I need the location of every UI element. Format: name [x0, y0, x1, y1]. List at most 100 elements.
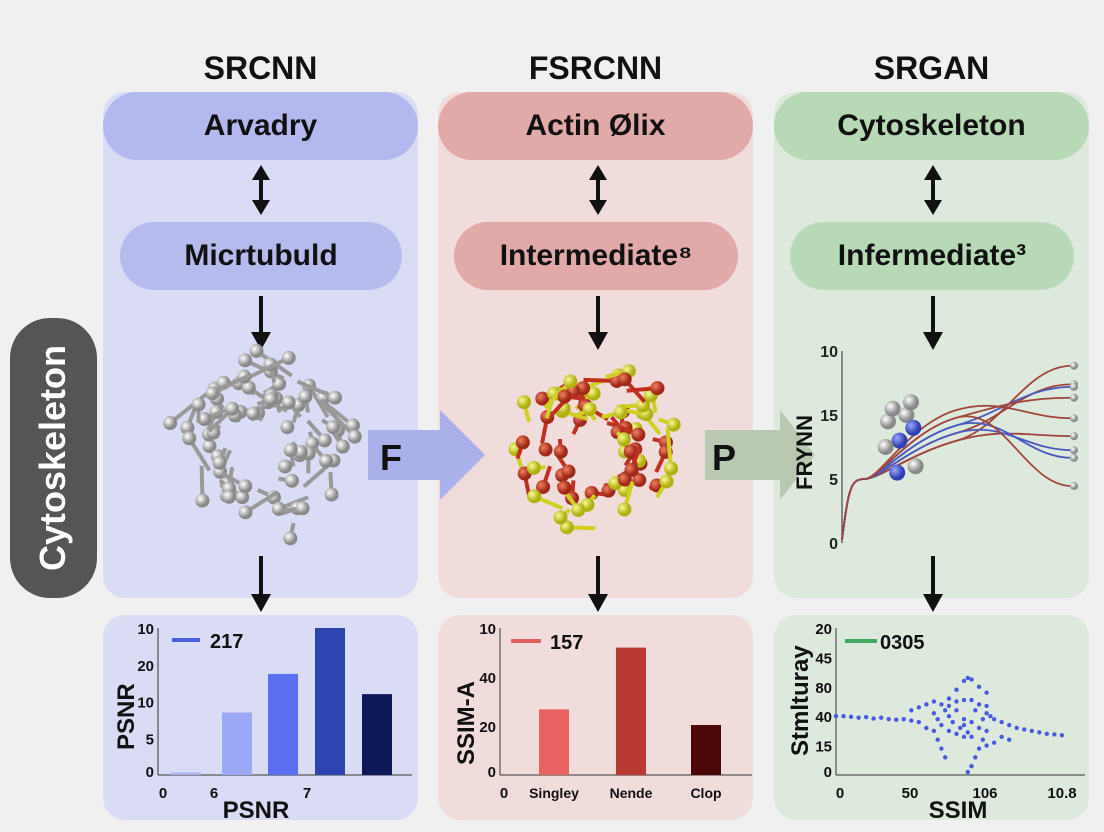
y-tick-label: 40 [815, 709, 832, 726]
scatter-point [961, 697, 967, 703]
scatter-point [984, 743, 989, 748]
x-axis-label: SSIM [929, 797, 988, 824]
y-tick-label: 10 [479, 621, 496, 638]
atom-sphere [624, 462, 639, 477]
scatter-point [931, 711, 937, 716]
series-line [841, 415, 1073, 540]
x-category-label: Singley [529, 785, 579, 801]
molecule-gray-image [163, 343, 362, 546]
series-end-marker [1070, 414, 1078, 423]
x-category-label: Nende [610, 785, 653, 801]
y-tick-label: 10 [820, 344, 838, 361]
scatter-point [931, 699, 937, 704]
bead-sphere [880, 413, 896, 430]
scatter-point [973, 755, 978, 760]
top-box-fsrcnn: Actin Ølix [438, 92, 753, 160]
atom-sphere [205, 386, 220, 401]
series-end-marker [1070, 382, 1078, 391]
mid-box-fsrcnn: Intermediate⁸ [454, 222, 738, 290]
scatter-point [965, 769, 970, 775]
scatter-point [984, 728, 989, 734]
atom-sphere [182, 431, 197, 446]
atom-sphere [616, 432, 631, 447]
atom-sphere [632, 473, 647, 488]
down-arrow-icon [251, 296, 943, 612]
molecule-red-yellow-image [508, 364, 681, 535]
atom-sphere [212, 455, 227, 470]
scatter-point [984, 711, 989, 716]
bar [691, 725, 721, 775]
scatter-point [924, 702, 929, 707]
scatter-point [931, 728, 937, 734]
atom-sphere [222, 489, 237, 504]
atom-sphere [557, 480, 572, 495]
scatter-point [954, 731, 959, 737]
scatter-point [965, 730, 970, 735]
x-tick-label: 6 [210, 785, 218, 802]
atom-sphere [241, 380, 256, 395]
scatter-point [946, 728, 952, 734]
atom-sphere [563, 374, 578, 389]
atom-sphere [278, 459, 293, 474]
y-tick-label: 40 [479, 670, 496, 687]
scatter-point [894, 717, 899, 722]
y-tick-label: 80 [815, 680, 832, 697]
series-line [841, 396, 1073, 540]
scatter-point [909, 708, 914, 713]
bar [171, 772, 201, 775]
scatter-point [976, 746, 982, 751]
series-line [841, 383, 1073, 540]
scatter-point [939, 702, 944, 707]
atom-sphere [295, 501, 310, 516]
scatter-point [878, 715, 884, 720]
series-end-marker [1070, 393, 1078, 402]
chart-panel-scatter [774, 615, 1089, 820]
scatter-point [954, 699, 959, 704]
scatter-point [954, 687, 959, 692]
scatter-point [848, 714, 854, 719]
atom-sphere [536, 479, 551, 494]
scatter-point [942, 755, 948, 760]
mid-box-srgan: Infermediate³ [790, 222, 1074, 290]
y-tick-label: 20 [137, 658, 154, 675]
atom-sphere [527, 489, 542, 504]
atom-sphere [535, 391, 550, 406]
scatter-point [961, 678, 967, 684]
scatter-point [969, 697, 974, 703]
atom-sphere [280, 420, 295, 435]
atom-sphere [571, 502, 586, 517]
atom-sphere [561, 464, 576, 479]
y-tick-label: 10 [137, 695, 154, 712]
y-tick-label: 20 [815, 621, 832, 638]
atom-sphere [225, 401, 240, 416]
atom-sphere [650, 381, 665, 396]
y-axis-label: SSIM-A [453, 681, 480, 765]
scatter-point [1006, 737, 1012, 742]
bar [268, 673, 298, 775]
scatter-point [1052, 732, 1057, 737]
y-tick-label: 15 [820, 408, 838, 425]
x-origin-label: 0 [500, 785, 508, 802]
scatter-point [841, 714, 846, 719]
legend-label: 217 [210, 631, 243, 653]
series-end-marker [1070, 446, 1078, 455]
atom-sphere [284, 473, 299, 488]
scatter-point [946, 703, 952, 709]
atom-sphere [202, 439, 217, 454]
atom-sphere [298, 389, 313, 404]
atom-sphere [613, 405, 628, 420]
scatter-point [976, 702, 982, 707]
atom-sphere [582, 401, 597, 416]
scatter-point [1044, 731, 1050, 737]
y-tick-label: 0 [146, 764, 154, 781]
x-tick-label: 106 [972, 785, 997, 802]
atom-sphere [515, 435, 530, 450]
scatter-point [1029, 728, 1034, 734]
atom-sphere [347, 429, 362, 444]
atom-sphere [283, 531, 298, 546]
y-tick-label: 5 [146, 731, 154, 748]
scatter-point [871, 716, 876, 721]
scatter-point [999, 719, 1004, 725]
scatter-point [935, 737, 940, 742]
atom-sphere [664, 461, 679, 476]
